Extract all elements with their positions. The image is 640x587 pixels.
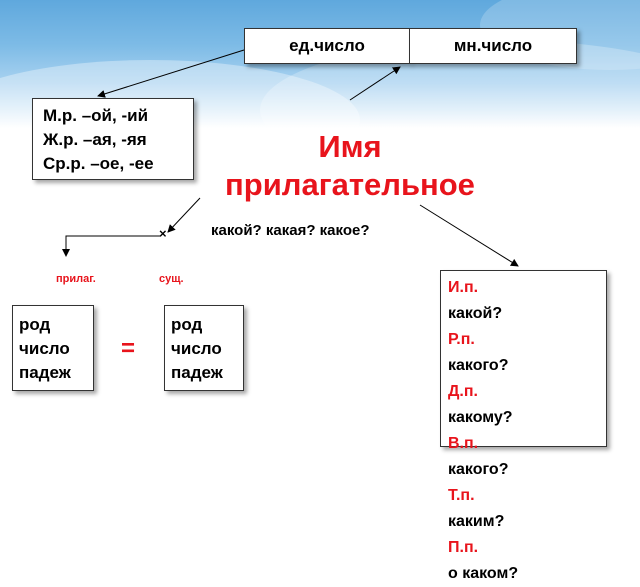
gender-endings-box: М.р. –ой, -ий Ж.р. –ая, -яя Ср.р. –ое, -…: [32, 98, 194, 180]
page-title: Имя прилагательное: [205, 128, 495, 204]
ending-masculine: М.р. –ой, -ий: [43, 106, 149, 125]
cases-box: И.п. какой? Р.п. какого? Д.п. какому? В.…: [440, 270, 607, 582]
adjective-prop-number: число: [19, 339, 70, 358]
case-row: Р.п. какого?: [448, 331, 509, 374]
noun-properties-box: род число падеж: [164, 305, 244, 391]
adjective-label: прилаг.: [56, 273, 96, 285]
adjective-prop-gender: род: [19, 315, 51, 334]
arrow-to-plural: [349, 66, 401, 101]
equals-sign: =: [121, 335, 136, 362]
case-row: В.п. какого?: [448, 435, 509, 478]
arrow-to-adjective-label: [62, 235, 160, 257]
arrow-to-endings: [97, 49, 245, 98]
case-row: Т.п. каким?: [448, 487, 505, 530]
case-row: П.п. о каком?: [448, 539, 519, 582]
noun-prop-case: падеж: [171, 363, 223, 382]
ending-neuter: Ср.р. –ое, -ее: [43, 154, 154, 173]
singular-number-label: ед.число: [289, 36, 365, 55]
plural-number-box: мн.число: [409, 28, 577, 64]
plural-number-label: мн.число: [453, 36, 533, 55]
case-row: И.п. какой?: [448, 279, 503, 322]
noun-prop-number: число: [171, 339, 222, 358]
singular-number-box: ед.число: [244, 28, 410, 64]
arrow-to-agreement: [167, 197, 201, 233]
title-line2: прилагательное: [225, 167, 475, 202]
noun-prop-gender: род: [171, 315, 203, 334]
noun-label: сущ.: [159, 273, 184, 285]
adjective-properties-box: род число падеж: [12, 305, 94, 391]
case-row: Д.п. какому?: [448, 383, 513, 426]
title-line1: Имя: [318, 129, 382, 164]
arrow-to-cases: [419, 204, 519, 267]
ending-feminine: Ж.р. –ая, -яя: [43, 130, 147, 149]
adjective-questions: какой? какая? какое?: [211, 222, 370, 239]
cross-mark: ×: [159, 226, 167, 241]
connector-arrows: [62, 49, 519, 267]
adjective-prop-case: падеж: [19, 363, 71, 382]
